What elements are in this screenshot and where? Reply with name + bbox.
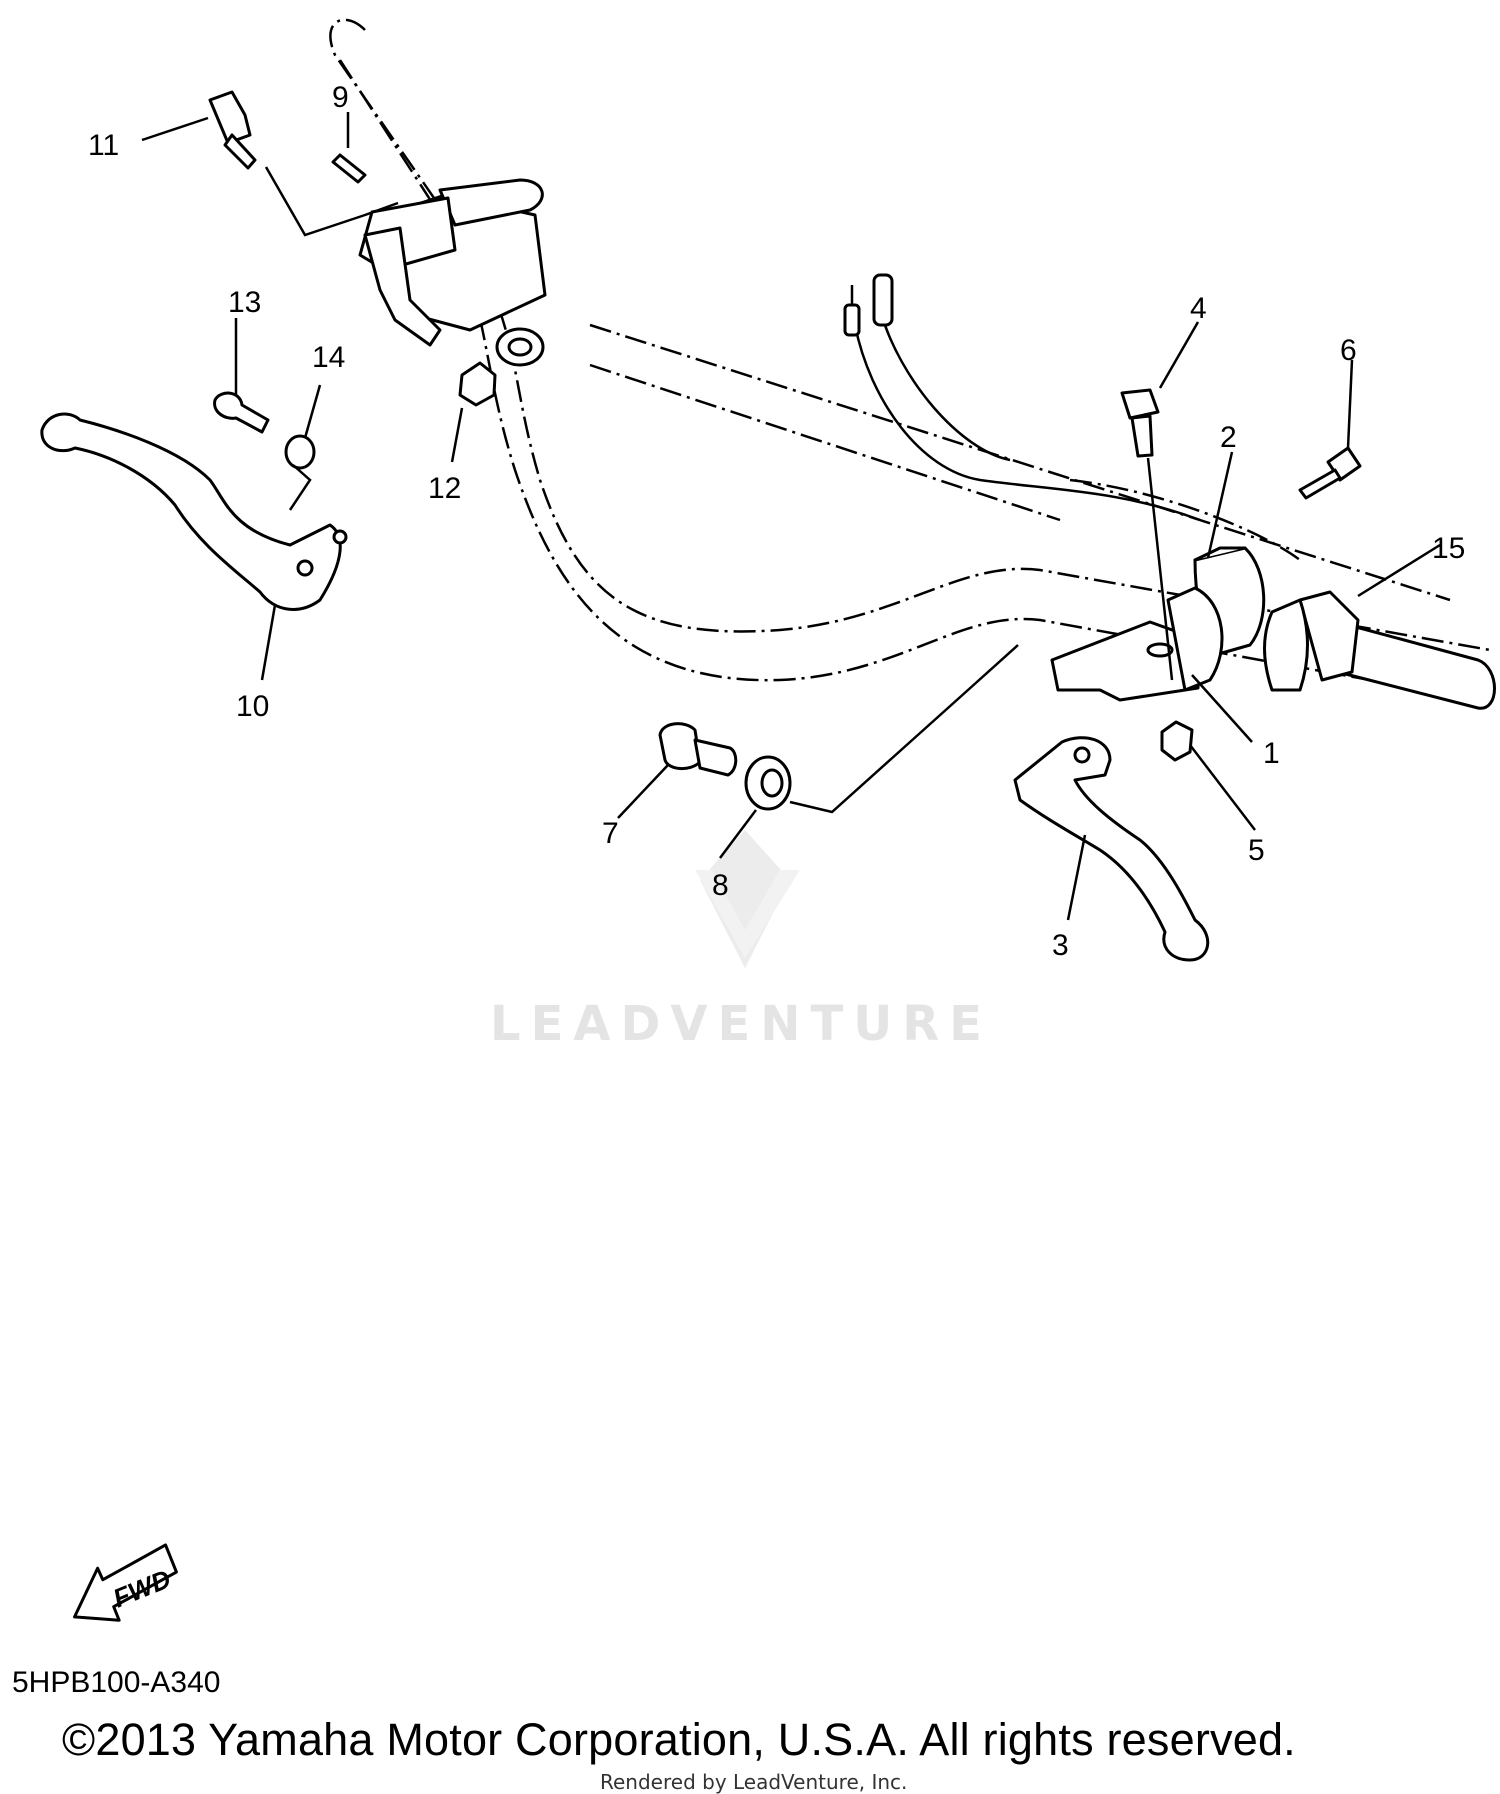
adjuster-7 [658,722,738,777]
brake-lever-10 [40,412,348,611]
locknut-8 [744,755,792,811]
lever-holder-1 [1050,586,1224,702]
bolt-6 [1298,446,1362,500]
handlebar-outline [329,18,1491,702]
nut-12 [458,361,497,407]
callout-12: 12 [428,472,461,505]
bolt-11 [208,90,257,170]
callout-13: 13 [228,286,261,319]
callout-4: 4 [1190,292,1207,325]
callout-11: 11 [88,129,119,162]
watermark-wordmark: LEADVENTURE [490,996,992,1052]
callout-8: 8 [712,869,729,902]
watermark-logo-icon [695,830,800,968]
callout-7: 7 [602,817,619,850]
leader-lines [141,112,1441,921]
callout-2: 2 [1220,421,1237,454]
grip [1328,618,1496,710]
copyright-notice: ©2013 Yamaha Motor Corporation, U.S.A. A… [62,1714,1296,1765]
collar-14 [284,434,316,470]
bolt-4 [1120,388,1160,458]
diagram-reference-code: 5HPB100-A340 [12,1666,221,1699]
forward-arrow-icon: FWD [73,1543,178,1622]
callout-14: 14 [312,341,345,374]
screw-9 [331,153,367,184]
callout-3: 3 [1052,929,1069,962]
callout-10: 10 [236,690,269,723]
callout-labels: 1 2 3 4 5 6 7 8 9 10 11 12 13 14 15 [88,81,1465,962]
callout-6: 6 [1340,334,1357,367]
nut-5 [1160,720,1194,762]
grip-holder-15 [1263,590,1360,692]
callout-15: 15 [1432,532,1465,565]
clutch-lever-3 [1013,736,1210,962]
master-cylinder [358,178,547,367]
rendered-by-notice: Rendered by LeadVenture, Inc. [600,1770,908,1794]
bolt-13 [213,391,270,434]
callout-5: 5 [1248,834,1265,867]
callout-9: 9 [332,81,349,114]
callout-1: 1 [1263,737,1280,770]
wire-harness [843,273,1201,522]
